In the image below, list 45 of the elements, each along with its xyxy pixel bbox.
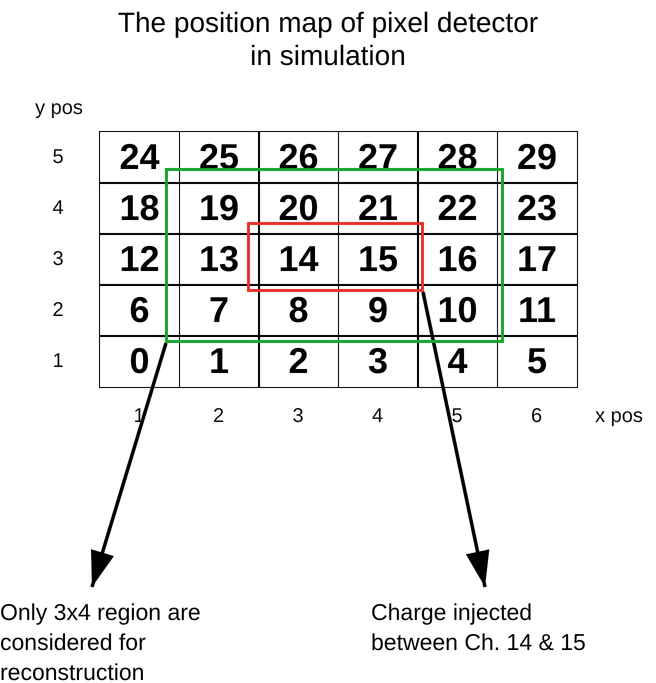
row-number: 2: [51, 298, 65, 322]
pixel-cell: 5: [496, 335, 578, 388]
pixel-cell: 7: [178, 284, 260, 336]
pixel-cell: 14: [258, 233, 339, 286]
pixel-cell: 8: [258, 284, 339, 336]
pixel-cell: 17: [496, 233, 578, 286]
row-number: 5: [51, 145, 65, 169]
pixel-cell: 6: [99, 284, 180, 336]
pixel-cell: 19: [178, 182, 260, 234]
row-number: 1: [51, 349, 65, 373]
axis-title: y pos: [34, 96, 84, 120]
column-number: 5: [450, 404, 464, 428]
pixel-cell: 9: [338, 284, 418, 336]
pixel-cell: 18: [99, 182, 180, 234]
region-outline: [165, 168, 504, 343]
region-outline: [247, 222, 424, 292]
pixel-cell: 1: [178, 335, 260, 388]
arrow: [90, 342, 168, 588]
pixel-cell: 29: [496, 131, 578, 184]
column-number: 3: [291, 404, 305, 428]
column-number: 2: [212, 404, 226, 428]
axis-title: x pos: [594, 404, 644, 428]
pixel-cell: 16: [417, 233, 498, 286]
pixel-cell: 21: [338, 182, 418, 234]
column-number: 4: [370, 404, 384, 428]
pixel-cell: 24: [99, 131, 180, 184]
row-number: 4: [51, 196, 65, 220]
pixel-cell: 22: [417, 182, 498, 234]
column-number: 6: [530, 404, 544, 428]
pixel-cell: 4: [417, 335, 498, 388]
pixel-cell: 15: [338, 233, 418, 286]
pixel-cell: 10: [417, 284, 498, 336]
pixel-cell: 3: [338, 335, 418, 388]
annotation-text: Charge injected between Ch. 14 & 15: [371, 598, 587, 657]
annotation-text: Only 3x4 region are considered for reconstruction: [0, 598, 202, 683]
diagram-title: The position map of pixel detector in simulation: [116, 6, 540, 72]
row-number: 3: [51, 247, 65, 271]
pixel-cell: 12: [99, 233, 180, 286]
pixel-cell: 20: [258, 182, 339, 234]
pixel-cell: 2: [258, 335, 339, 388]
pixel-cell: 11: [496, 284, 578, 336]
arrow: [421, 292, 490, 588]
pixel-cell: 23: [496, 182, 578, 234]
pixel-cell: 13: [178, 233, 260, 286]
pixel-cell: 0: [99, 335, 180, 388]
